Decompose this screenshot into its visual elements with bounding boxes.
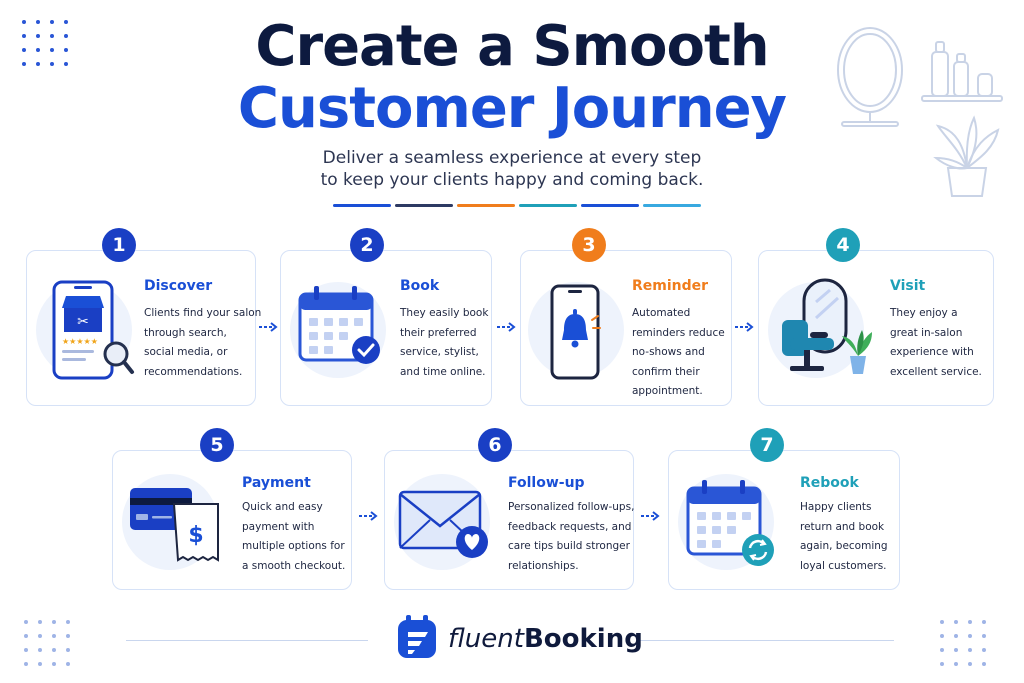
credit-card-receipt-icon: $ — [130, 488, 219, 562]
page-title-line2: Customer Journey — [237, 76, 787, 141]
arrow-right-icon — [497, 322, 516, 332]
dot-grid-bottom-right — [940, 620, 986, 666]
arrow-right-icon — [641, 511, 660, 521]
brand-part2: Booking — [523, 624, 643, 654]
step-title: Visit — [890, 278, 926, 294]
divider-bar — [333, 204, 391, 207]
step-title: Book — [400, 278, 440, 294]
divider-bar — [457, 204, 515, 207]
arrow-right-icon — [359, 511, 378, 521]
arrow-right-icon — [259, 322, 278, 332]
phone-bell-icon — [550, 284, 601, 380]
step-description: Clients find your salon through search, … — [144, 307, 262, 378]
divider-bar — [519, 204, 577, 207]
step-description: Personalized follow-ups, feedback reques… — [508, 501, 635, 572]
page-subtitle-line2: to keep your clients happy and coming ba… — [320, 170, 704, 190]
step-description: Happy clients return and book again, bec… — [800, 501, 888, 572]
salon-chair-icon — [782, 278, 872, 374]
footer-divider-left — [126, 640, 368, 641]
step-title: Payment — [242, 475, 311, 491]
phone-store-search-icon: ✂ ★★★★★ — [52, 280, 134, 380]
svg-text:✂: ✂ — [77, 314, 89, 330]
divider-bar — [581, 204, 639, 207]
dot-grid-bottom-left — [24, 620, 70, 666]
envelope-heart-icon — [398, 490, 488, 558]
step-number-badge: 2 — [350, 228, 384, 262]
step-title: Rebook — [800, 475, 859, 491]
step-description: They enjoy a great in-salon experience w… — [890, 307, 982, 378]
step-description: Automated reminders reduce no-shows and … — [632, 307, 725, 397]
page-title-line1: Create a Smooth — [255, 14, 769, 79]
step-number-badge: 6 — [478, 428, 512, 462]
arrow-right-icon — [735, 322, 754, 332]
divider-bar — [643, 204, 701, 207]
step-description: Quick and easy payment with multiple opt… — [242, 501, 346, 572]
step-number-badge: 3 — [572, 228, 606, 262]
salon-decor-illustration — [837, 27, 1003, 197]
svg-text:$: $ — [188, 523, 203, 548]
brand-wordmark: fluentBooking — [448, 624, 643, 654]
calendar-refresh-icon — [686, 480, 774, 566]
dot-grid-top-left — [22, 20, 68, 66]
step-description: They easily book their preferred service… — [400, 307, 489, 378]
brand-part1: fluent — [448, 624, 524, 654]
fluentbooking-logo-icon — [398, 615, 436, 658]
step-title: Discover — [144, 278, 213, 294]
footer-divider-right — [640, 640, 894, 641]
step-number-badge: 1 — [102, 228, 136, 262]
step-title: Follow-up — [508, 475, 585, 491]
step-number-badge: 5 — [200, 428, 234, 462]
divider-bar — [395, 204, 453, 207]
step-title: Reminder — [632, 278, 709, 294]
page-subtitle-line1: Deliver a seamless experience at every s… — [322, 148, 702, 168]
step-number-badge: 4 — [826, 228, 860, 262]
calendar-check-icon — [298, 286, 380, 364]
step-number-badge: 7 — [750, 428, 784, 462]
svg-text:★★★★★: ★★★★★ — [62, 337, 98, 346]
